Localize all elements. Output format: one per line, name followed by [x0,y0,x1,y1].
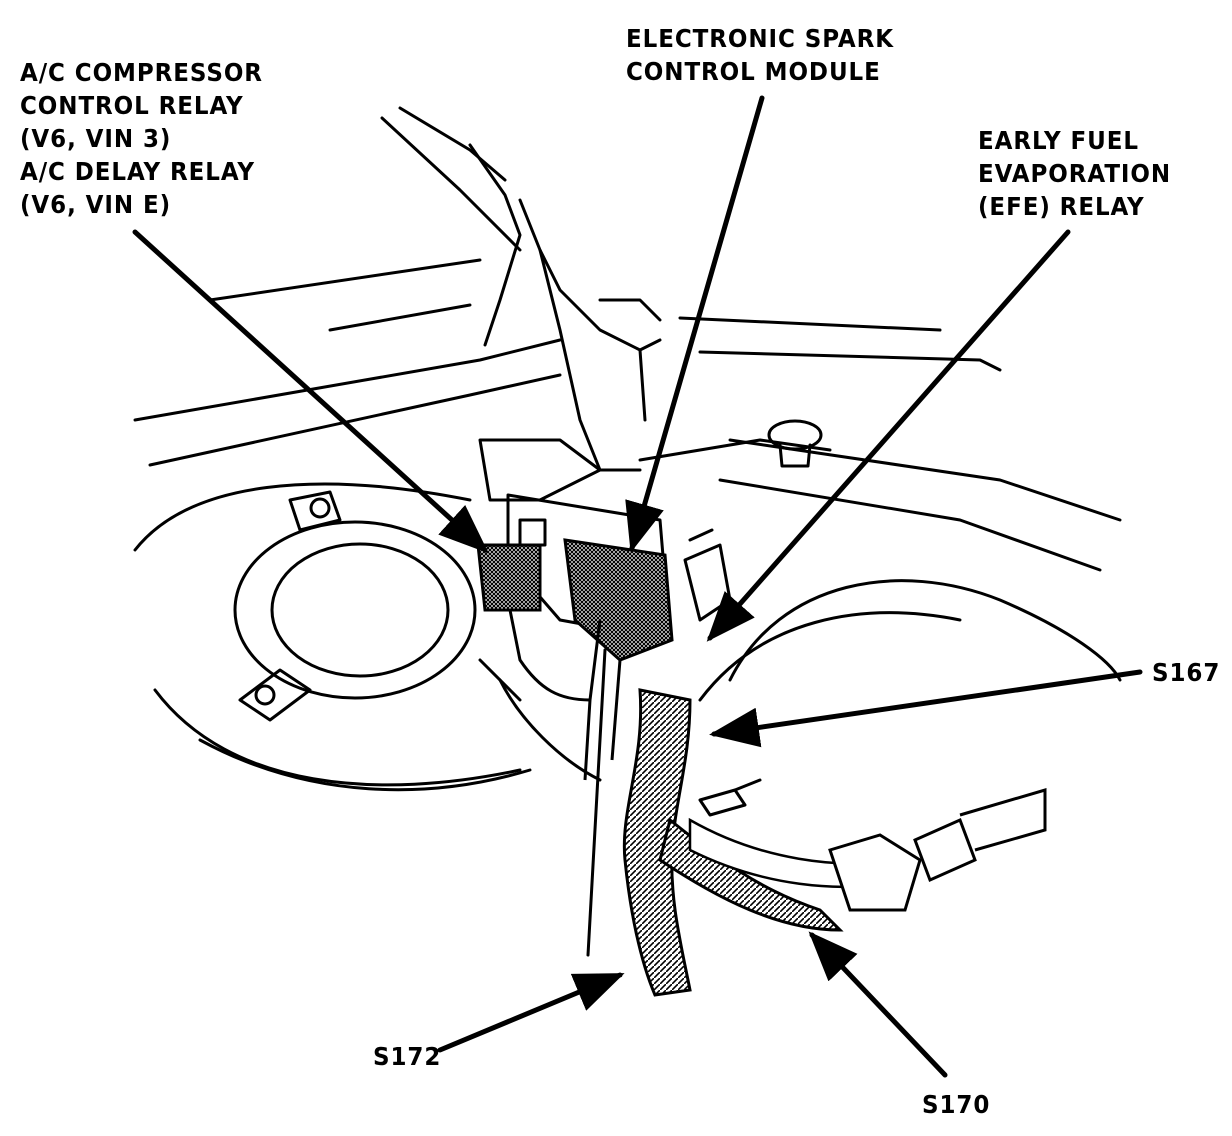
label-ac-relays-line3: (V6, VIN 3) [20,124,172,153]
leader-s172 [437,972,625,1053]
label-ac-relays-line1: A/C COMPRESSOR [20,58,263,87]
label-s170: S170 [922,1090,991,1119]
label-efe-line1: EARLY FUEL [978,126,1139,155]
leader-esc-module [625,95,765,553]
label-efe-line3: (EFE) RELAY [978,192,1145,221]
label-efe-relay: EARLY FUEL EVAPORATION (EFE) RELAY [978,124,1171,223]
label-ac-relays-line4: A/C DELAY RELAY [20,157,255,186]
label-ac-relays-line2: CONTROL RELAY [20,91,244,120]
label-efe-line2: EVAPORATION [978,159,1172,188]
pointer-vertical [586,648,607,957]
label-esc-line1: ELECTRONIC SPARK [626,24,894,53]
leader-s170 [808,931,948,1078]
label-s167: S167 [1152,658,1221,687]
leader-s167 [709,669,1143,748]
leader-ac-relays [132,229,489,554]
label-esc-module: ELECTRONIC SPARK CONTROL MODULE [626,22,894,88]
leader-lines [132,95,1143,1078]
engine-bay-outline [133,106,1122,817]
leader-efe-relay [706,229,1071,642]
label-ac-relays: A/C COMPRESSOR CONTROL RELAY (V6, VIN 3)… [20,56,263,221]
label-s172: S172 [373,1042,442,1071]
wiring-harness [476,538,1047,997]
label-ac-relays-line5: (V6, VIN E) [20,190,172,219]
label-esc-line2: CONTROL MODULE [626,57,881,86]
